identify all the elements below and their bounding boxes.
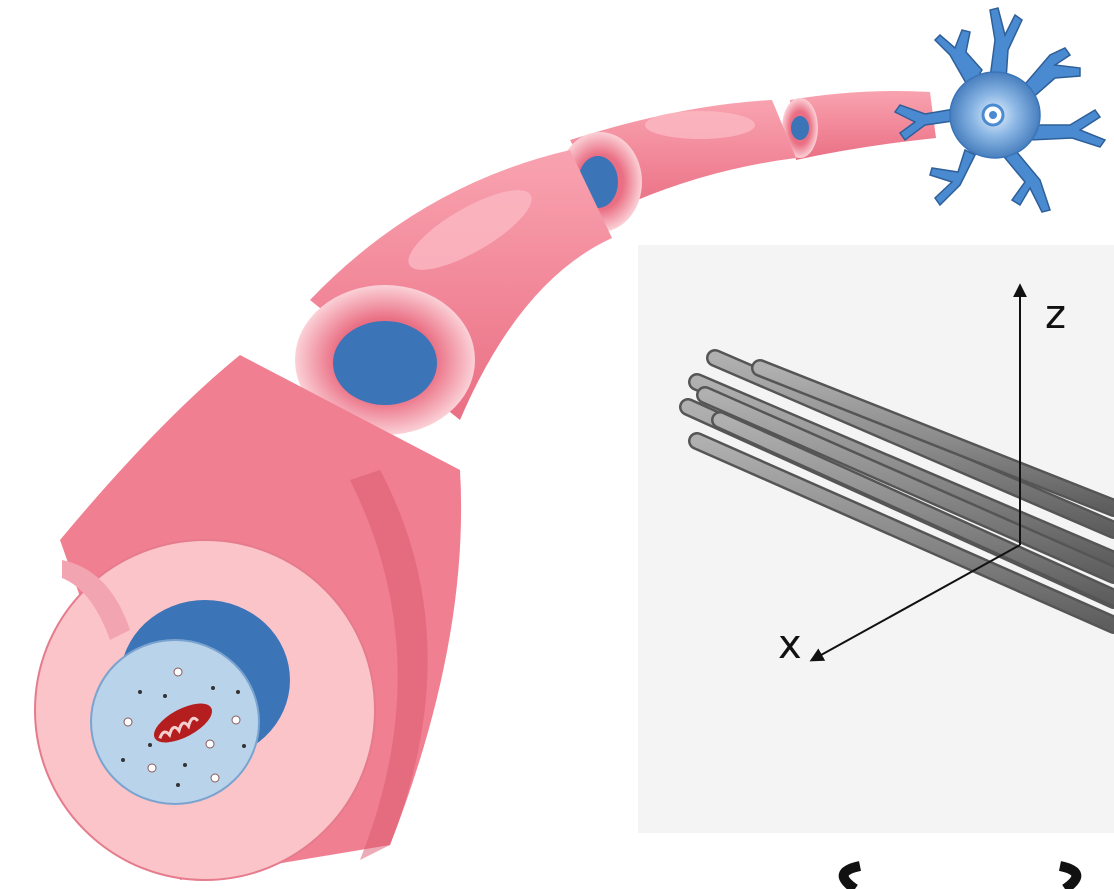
x-axis-label: x [778,622,802,668]
bracket-right [1060,866,1076,889]
bracket-left [844,866,860,889]
vesicle [211,774,219,782]
particle [121,758,125,762]
vesicle [148,764,156,772]
axon-core [791,116,809,140]
axon-core [333,321,437,405]
particle [236,690,240,694]
particle [163,694,167,698]
vesicle [124,718,132,726]
particle [148,743,152,747]
particle [183,763,187,767]
myelin-highlight [645,111,755,139]
particle [176,783,180,787]
particle [242,744,246,748]
vesicle [174,668,182,676]
particle [211,686,215,690]
fiber-bundle-panel: z x [638,245,1114,833]
nucleolus [989,111,997,119]
vesicle [232,716,240,724]
particle [138,690,142,694]
axon-cross-section [35,540,375,880]
z-axis-label: z [1045,292,1066,338]
vesicle [206,740,214,748]
